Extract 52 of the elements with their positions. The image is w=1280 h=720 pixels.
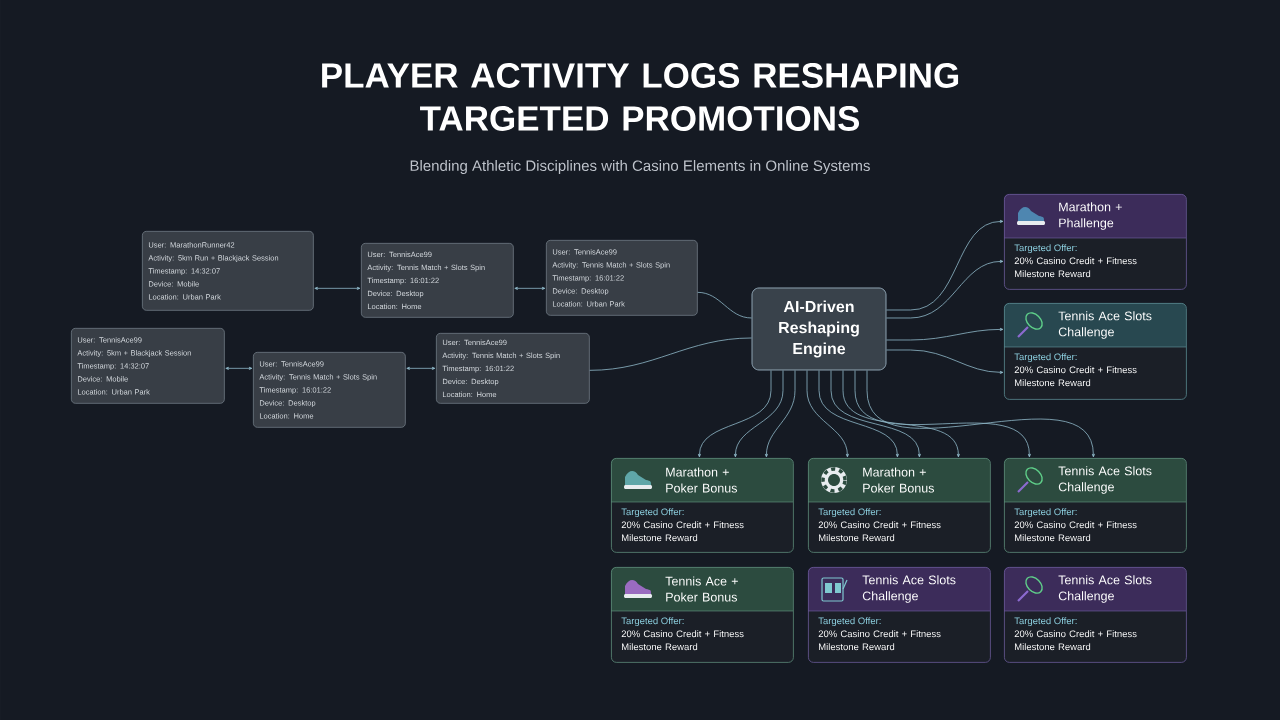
offer-label: Targeted Offer: [818, 617, 881, 627]
arrow [806, 370, 849, 458]
arrow [697, 370, 772, 458]
arrow [764, 370, 796, 458]
offer-card [807, 567, 991, 663]
arrow [842, 370, 960, 458]
title: PLAYER ACTIVITY LOGS RESHAPING TARGETED PROMOTIONS [322, 63, 959, 131]
offer-card [1003, 194, 1187, 290]
offer-text: 20% Casino Credit + Fitness Milestone Reward [621, 630, 744, 651]
arrow [886, 349, 1004, 374]
offer-card [610, 567, 794, 663]
arrow [886, 219, 1004, 311]
arrow [733, 370, 784, 458]
offer-card [1003, 458, 1187, 553]
offer-label: Targeted Offer: [1014, 244, 1077, 254]
arrow [514, 286, 546, 290]
offer-label: Targeted Offer: [818, 508, 881, 518]
offer-text: 20% Casino Credit + Fitness Milestone Reward [818, 521, 941, 542]
offer-text: 20% Casino Credit + Fitness Milestone Reward [818, 630, 941, 651]
arrow [854, 370, 1031, 458]
arrow [830, 370, 921, 458]
offer-text: 20% Casino Credit + Fitness Milestone Reward [1014, 630, 1137, 651]
arrow [866, 370, 1095, 458]
offer-card [1003, 567, 1187, 663]
offer-text: 20% Casino Credit + Fitness Milestone Reward [1014, 257, 1137, 278]
offer-label: Targeted Offer: [1014, 353, 1077, 363]
offer-label: Targeted Offer: [1014, 617, 1077, 627]
card-title: Marathon + Poker Bonus [666, 467, 737, 493]
arrow [886, 327, 1004, 341]
arrow [314, 286, 361, 290]
card-title: Tennis Ace Slots Challenge [1058, 575, 1152, 603]
arrow [886, 259, 1004, 319]
arrow [225, 366, 253, 370]
offer-text: 20% Casino Credit + Fitness Milestone Reward [621, 521, 744, 542]
card-title: Marathon + Poker Bonus [863, 467, 934, 493]
engine-box: AI-Driven Reshaping Engine [751, 287, 887, 371]
card-title: Tennis Ace Slots Challenge [1058, 311, 1152, 339]
offer-label: Targeted Offer: [1014, 508, 1077, 518]
offer-text: 20% Casino Credit + Fitness Milestone Reward [1014, 366, 1137, 387]
offer-text: 20% Casino Credit + Fitness Milestone Reward [1014, 521, 1137, 542]
offer-label: Targeted Offer: [621, 508, 684, 518]
offer-label: Targeted Offer: [621, 617, 684, 627]
arrow [406, 366, 436, 370]
offer-card [807, 458, 991, 553]
card-title: Tennis Ace Slots Challenge [862, 575, 956, 603]
subtitle: Blending Athletic Disciplines with Casino Elements in Online Systems [410, 160, 870, 174]
card-title: Marathon + Phallenge [1059, 202, 1122, 230]
card-title: Tennis Ace Slots Challenge [1058, 466, 1152, 494]
card-title: Tennis Ace + Poker Bonus [665, 576, 738, 602]
offer-card [1003, 303, 1187, 400]
offer-card [610, 458, 794, 553]
arrow [818, 370, 899, 458]
